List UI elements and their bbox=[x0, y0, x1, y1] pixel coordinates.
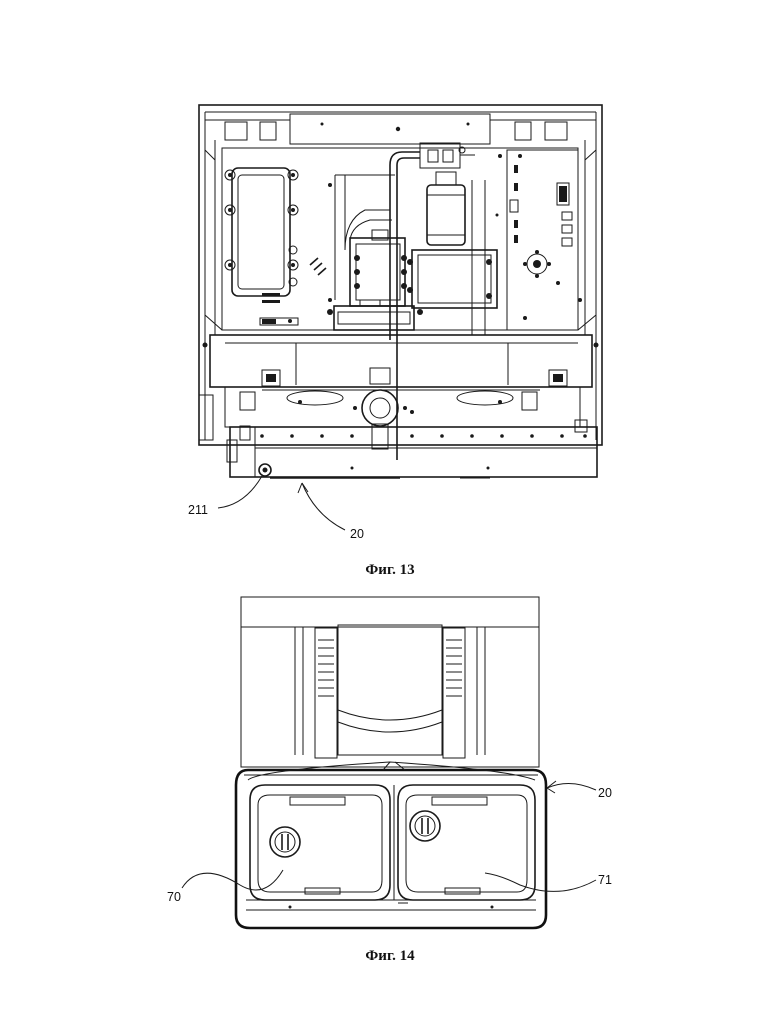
fig14-callout-20: 20 bbox=[598, 786, 612, 800]
figure-14-drawing bbox=[182, 597, 596, 928]
fig14-leader-20 bbox=[547, 783, 596, 790]
fig13-callout-20: 20 bbox=[350, 527, 364, 541]
fig14-leader-71 bbox=[485, 873, 596, 891]
fig14-callout-70: 70 bbox=[167, 890, 181, 904]
fig13-caption: Фиг. 13 bbox=[365, 562, 414, 578]
fig14-tank-70 bbox=[250, 785, 390, 900]
fig13-drawer-holes bbox=[260, 434, 587, 469]
fig14-leader-70 bbox=[182, 870, 283, 890]
figure-13-drawing bbox=[199, 105, 602, 530]
fig14-vent-left bbox=[318, 640, 334, 696]
fig13-leader-20 bbox=[302, 483, 345, 530]
fig14-vent-right bbox=[446, 640, 462, 696]
fig14-callout-71: 71 bbox=[598, 873, 612, 887]
fig13-leader-211 bbox=[218, 476, 262, 508]
fig13-callout-211: 211 bbox=[188, 503, 208, 517]
fig14-caption: Фиг. 14 bbox=[365, 948, 415, 964]
